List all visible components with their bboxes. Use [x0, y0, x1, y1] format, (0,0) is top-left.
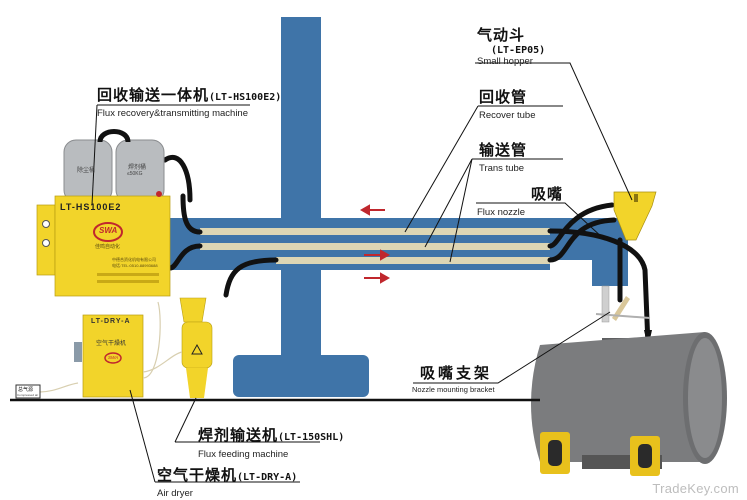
flow-arrows: [359, 204, 391, 284]
recovery-machine-label-en: Flux recovery&transmitting machine: [97, 108, 248, 119]
air-source-marking: 总气源: [18, 387, 34, 393]
flux-nozzle-label-cn: 吸嘴: [530, 185, 563, 203]
roller-stands: [540, 432, 662, 476]
recovery-machine-label-model: (LT-HS100E2): [209, 92, 282, 103]
air-dryer-label-en: Air dryer: [157, 488, 193, 499]
flux-nozzle-label-en: Flux nozzle: [477, 207, 526, 218]
recovery-machine-label-cn: 回收输送一体机: [97, 86, 210, 104]
hopper-label: 气动斗 (LT-EP05) Small hopper: [477, 24, 545, 67]
phone-line-marking: 电话:TEL:0510-88993688: [112, 263, 158, 268]
recover-tube-label: 回收管 Recover tube: [479, 86, 536, 121]
small-hopper-shape: [613, 191, 657, 241]
flux-tank-capacity-marking: ≤50KG: [127, 171, 143, 177]
feeding-machine-label-en: Flux feeding machine: [198, 449, 289, 460]
hopper-label-cn: 气动斗: [477, 26, 526, 44]
hoses: [162, 155, 651, 348]
dust-tank-marking: 除尘桶: [77, 168, 96, 174]
boom-tubes: [200, 228, 550, 264]
air-dryer-label-cn: 空气干燥机: [157, 466, 238, 484]
trans-tube-label: 输送管 Trans tube: [479, 139, 527, 174]
air-dryer-label-model: (LT-DRY-A): [237, 472, 298, 483]
trans-tube-label-cn: 输送管: [479, 141, 528, 159]
air-dryer-label: 空气干燥机(LT-DRY-A) Air dryer: [157, 464, 297, 499]
air-lines: [39, 301, 183, 393]
flux-tank-marking: 焊剂桶: [128, 165, 147, 171]
recover-tube-label-en: Recover tube: [479, 110, 536, 121]
air-source-en-marking: Compressed air: [17, 393, 39, 397]
recovery-unit-model-marking: LT-HS100E2: [60, 202, 122, 212]
watermark: TradeKey.com: [652, 481, 739, 496]
dryer-name-marking: 空气干燥机: [96, 341, 127, 347]
feeding-machine-label-model: (LT-150SHL): [278, 432, 345, 443]
company-short-marking: 佳鸣自动化: [95, 244, 121, 250]
leader-lines: [91, 62, 633, 483]
pipe-workpiece: [531, 332, 727, 464]
trans-tube-label-en: Trans tube: [479, 163, 525, 174]
hopper-label-en: Small hopper: [477, 56, 533, 67]
recovery-machine-label: 回收输送一体机(LT-HS100E2) Flux recovery&transm…: [97, 84, 281, 119]
recover-tube-label-cn: 回收管: [479, 88, 528, 106]
dryer-swa-logo: SWA: [108, 355, 119, 360]
swa-logo: SWA: [99, 226, 118, 235]
recovery-machine-shape: [36, 129, 171, 297]
dryer-model-marking: LT-DRY-A: [91, 318, 131, 325]
nozzle-bracket-label: 吸嘴支架 Nozzle mounting bracket: [412, 362, 495, 394]
air-dryer-shape: [74, 314, 144, 398]
nozzle-bracket-label-cn: 吸嘴支架: [420, 364, 493, 382]
hopper-label-model: (LT-EP05): [491, 45, 546, 56]
feeding-machine-label: 焊剂输送机(LT-150SHL) Flux feeding machine: [198, 424, 344, 460]
air-source-box: [15, 384, 41, 399]
feeding-machine-shape: [179, 297, 213, 398]
nozzle-bracket-label-en: Nozzle mounting bracket: [412, 385, 495, 394]
flux-nozzle-label: 吸嘴 Flux nozzle: [477, 183, 563, 218]
feeding-machine-label-cn: 焊剂输送机: [198, 426, 279, 444]
company-line-marking: 中德合资化机电有限公司: [112, 257, 156, 262]
